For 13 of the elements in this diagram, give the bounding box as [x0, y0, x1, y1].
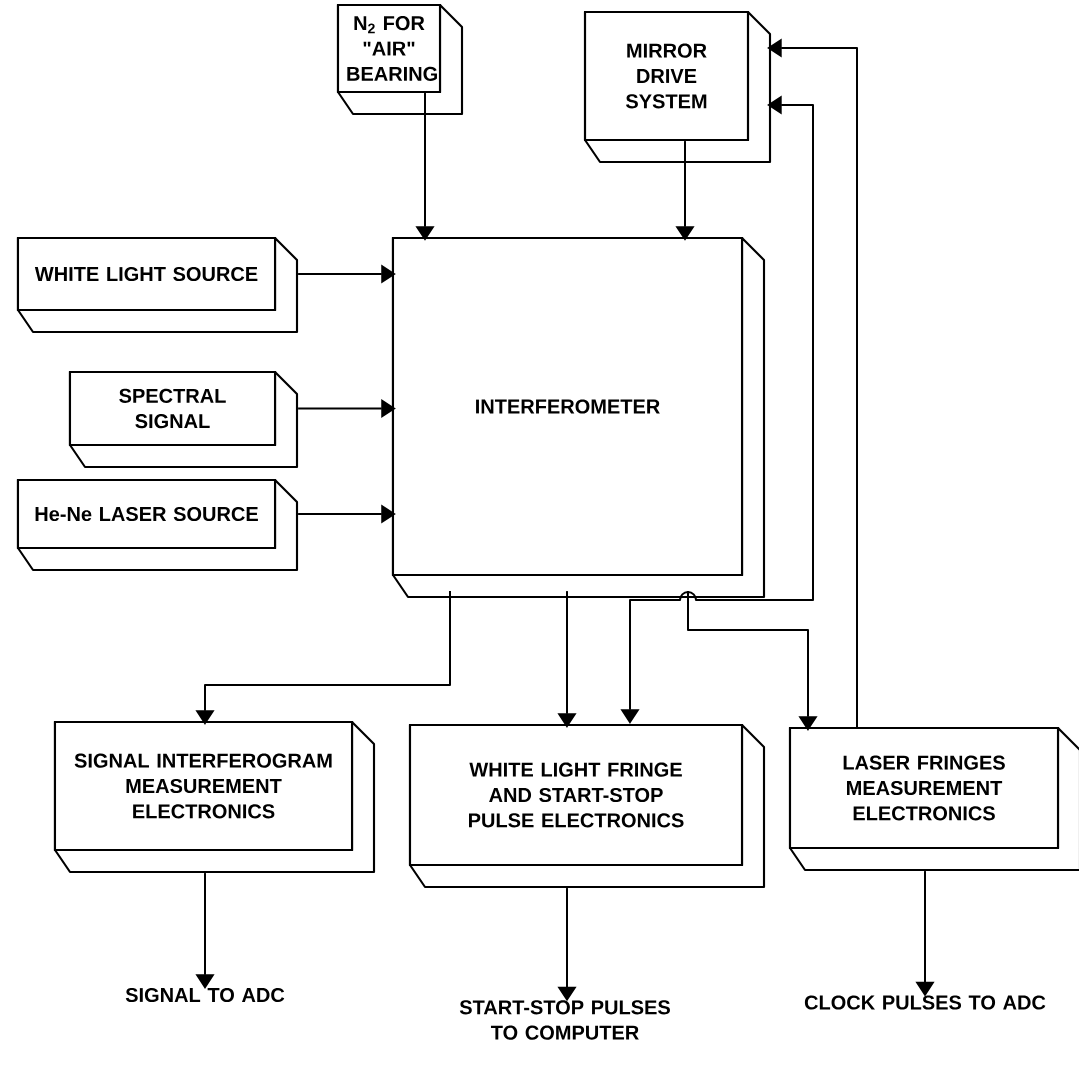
- block-box: SPECTRAL SIGNAL: [68, 370, 299, 469]
- arrow: [687, 590, 818, 731]
- block-box: WHITE LIGHT FRINGE AND START-STOP PULSE ELECTRONICS: [408, 723, 766, 889]
- output-label: SIGNAL TO ADC: [125, 987, 285, 1003]
- block-box: INTERFEROMETER: [391, 236, 766, 599]
- block-box: WHITE LIGHT SOURCE: [16, 236, 299, 334]
- block-box: LASER FRINGES MEASUREMENT ELECTRONICS: [788, 726, 1079, 872]
- output-label: START-STOP PULSES TO COMPUTER: [459, 1000, 670, 1040]
- block-box: SIGNAL INTERFEROGRAM MEASUREMENT ELECTRONICS: [53, 720, 376, 874]
- block-box: He-Ne LASER SOURCE: [16, 478, 299, 572]
- block-box: MIRROR DRIVE SYSTEM: [583, 10, 772, 164]
- block-box: N$_{2}$ FOR "AIR" BEARING: [336, 3, 464, 116]
- output-label: CLOCK PULSES TO ADC: [804, 995, 1046, 1010]
